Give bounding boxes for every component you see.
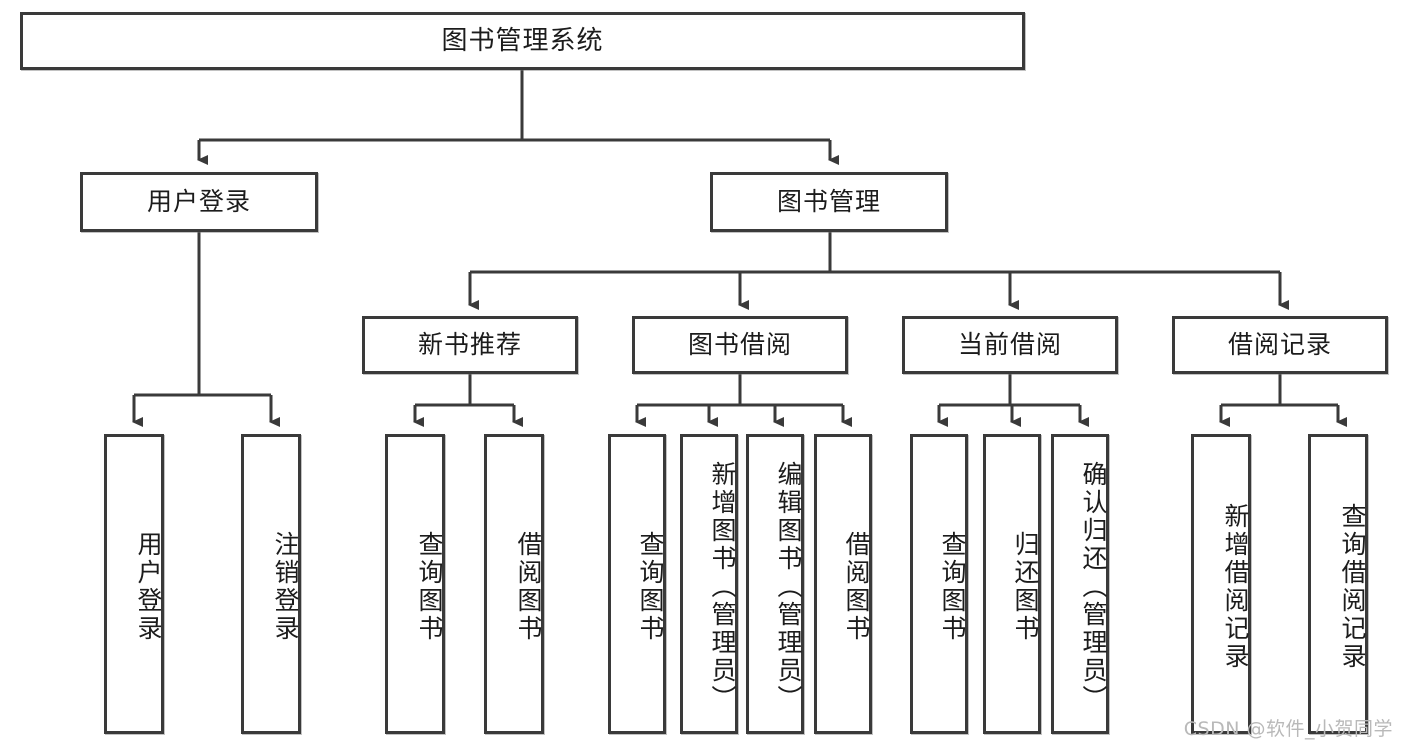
node-leaf-add-book-admin-label: 新增图书（管理员）: [708, 461, 737, 713]
node-leaf-query-borrow-record-label: 查询借阅记录: [1338, 503, 1367, 671]
node-leaf-borrow-book-rec[interactable]: 借阅图书: [484, 434, 544, 734]
node-leaf-query-book-rec[interactable]: 查询图书: [385, 434, 445, 734]
node-leaf-add-book-admin[interactable]: 新增图书（管理员）: [680, 434, 738, 734]
node-leaf-confirm-return-admin-label: 确认归还（管理员）: [1079, 461, 1108, 713]
node-leaf-edit-book-admin-label: 编辑图书（管理员）: [774, 461, 803, 713]
node-leaf-user-login[interactable]: 用户登录: [104, 434, 164, 734]
node-book-manage[interactable]: 图书管理: [710, 172, 948, 232]
node-leaf-borrow-book[interactable]: 借阅图书: [814, 434, 872, 734]
node-leaf-query-book-current-label: 查询图书: [938, 531, 967, 643]
node-leaf-query-book-borrow[interactable]: 查询图书: [608, 434, 666, 734]
node-leaf-logout-label: 注销登录: [271, 531, 300, 643]
watermark-text: CSDN @软件_小贺同学: [1183, 718, 1393, 740]
node-leaf-borrow-book-rec-label: 借阅图书: [514, 531, 543, 643]
node-leaf-query-book-borrow-label: 查询图书: [636, 531, 665, 643]
node-leaf-return-book[interactable]: 归还图书: [983, 434, 1041, 734]
node-leaf-add-borrow-record[interactable]: 新增借阅记录: [1191, 434, 1251, 734]
node-current-borrow-label: 当前借阅: [957, 330, 1062, 360]
node-leaf-query-book-rec-label: 查询图书: [415, 531, 444, 643]
node-leaf-add-borrow-record-label: 新增借阅记录: [1221, 503, 1250, 671]
node-leaf-query-borrow-record[interactable]: 查询借阅记录: [1308, 434, 1368, 734]
node-new-book-recommend[interactable]: 新书推荐: [362, 316, 578, 374]
node-user-login[interactable]: 用户登录: [80, 172, 318, 232]
node-new-book-recommend-label: 新书推荐: [417, 330, 522, 360]
node-leaf-return-book-label: 归还图书: [1011, 531, 1040, 643]
node-leaf-confirm-return-admin[interactable]: 确认归还（管理员）: [1051, 434, 1109, 734]
node-root-label: 图书管理系统: [441, 25, 604, 56]
node-root[interactable]: 图书管理系统: [20, 12, 1025, 70]
node-leaf-user-login-label: 用户登录: [134, 531, 163, 643]
node-leaf-borrow-book-label: 借阅图书: [842, 531, 871, 643]
node-user-login-label: 用户登录: [146, 187, 251, 217]
node-leaf-edit-book-admin[interactable]: 编辑图书（管理员）: [746, 434, 804, 734]
node-book-borrow[interactable]: 图书借阅: [632, 316, 848, 374]
node-borrow-record[interactable]: 借阅记录: [1172, 316, 1388, 374]
node-current-borrow[interactable]: 当前借阅: [902, 316, 1118, 374]
node-leaf-logout[interactable]: 注销登录: [241, 434, 301, 734]
node-book-manage-label: 图书管理: [776, 187, 881, 217]
node-leaf-query-book-current[interactable]: 查询图书: [910, 434, 968, 734]
node-borrow-record-label: 借阅记录: [1227, 330, 1332, 360]
node-book-borrow-label: 图书借阅: [687, 330, 792, 360]
